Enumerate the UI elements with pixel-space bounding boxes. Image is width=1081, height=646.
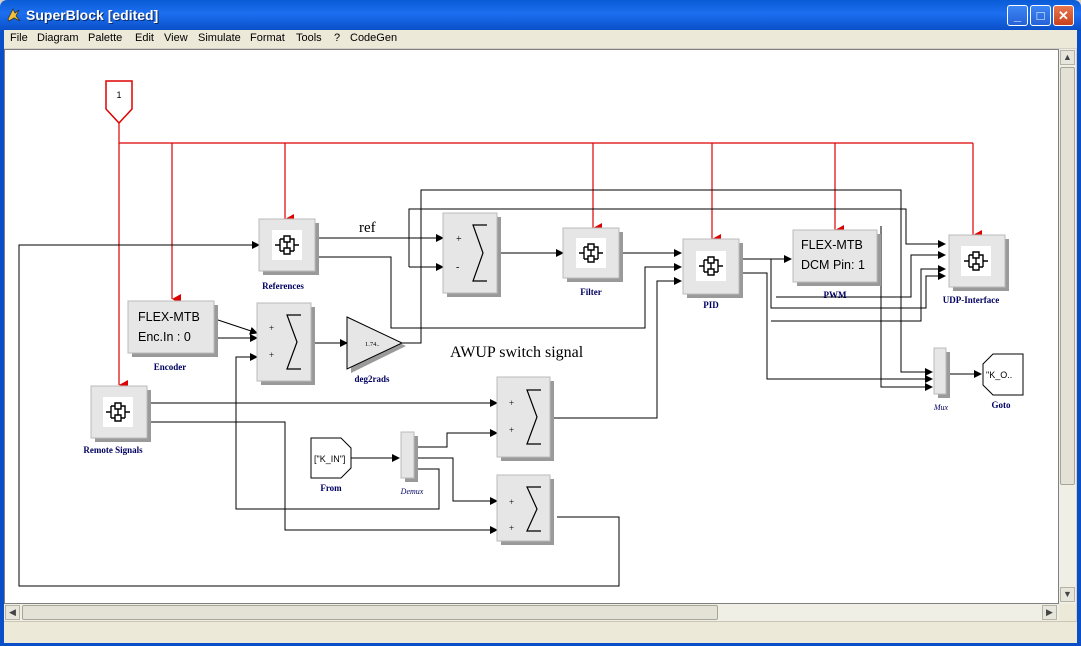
sum2-plus-2: + [269, 350, 274, 360]
menu-bar: File Diagram Palette Edit View Simulate … [4, 30, 1077, 48]
input-port-1[interactable]: 1 [105, 80, 133, 125]
window-frame-right [1077, 30, 1081, 646]
menu-palette[interactable]: Palette [88, 32, 123, 44]
activation-links [118, 123, 982, 390]
maximize-button[interactable]: □ [1030, 5, 1051, 26]
demux-block[interactable]: Demux [400, 431, 424, 496]
ref-annotation: ref [359, 220, 376, 236]
superblock-icon [695, 250, 727, 282]
awup-annotation: AWUP switch signal [450, 344, 584, 361]
menu-help[interactable]: ? [334, 32, 341, 44]
input-port-number: 1 [116, 90, 121, 100]
scrollbar-corner [1059, 604, 1076, 621]
diagram-svg: 1 References ref + - Filter PID FLEX-MTB… [18, 80, 1024, 587]
gain-value: 1.74.. [365, 341, 380, 348]
goto-label: Goto [992, 400, 1011, 410]
title-bar: SuperBlock [edited] _ □ ✕ [0, 0, 1081, 30]
superblock-icon [575, 237, 607, 269]
deg2rads-gain-block[interactable]: 1.74.. deg2rads [346, 316, 406, 384]
horizontal-scrollbar[interactable]: ◀ ▶ [4, 604, 1059, 621]
sum4-plus-1: + [509, 497, 514, 507]
remote-signals-label: Remote Signals [83, 445, 143, 455]
menu-view[interactable]: View [164, 32, 188, 44]
window-frame-bottom [0, 642, 1081, 646]
deg2rads-label: deg2rads [354, 374, 390, 384]
references-label: References [262, 281, 304, 291]
udp-interface-label: UDP-Interface [943, 295, 999, 305]
remote-signals-block[interactable]: Remote Signals [83, 385, 151, 455]
menu-edit[interactable]: Edit [135, 32, 154, 44]
from-label: From [320, 483, 342, 493]
pid-block[interactable]: PID [682, 238, 743, 310]
horizontal-scroll-thumb[interactable] [22, 605, 718, 620]
sum1-minus: - [456, 262, 459, 273]
menu-codegen[interactable]: CodeGen [350, 32, 398, 44]
menu-tools[interactable]: Tools [296, 32, 322, 44]
sum4-block[interactable]: + + [496, 474, 554, 545]
superblock-icon [960, 245, 992, 277]
filter-label: Filter [580, 287, 602, 297]
close-button[interactable]: ✕ [1053, 5, 1074, 26]
sum3-plus-1: + [509, 398, 514, 408]
encoder-label: Encoder [154, 362, 187, 372]
pwm-label: PWM [824, 290, 847, 300]
superblock-icon [102, 396, 134, 428]
scroll-left-icon[interactable]: ◀ [5, 605, 20, 620]
sum2-block[interactable]: + + [256, 302, 315, 385]
sum3-block[interactable]: + + [496, 376, 554, 461]
sum1-plus: + [456, 234, 462, 245]
scroll-right-icon[interactable]: ▶ [1042, 605, 1057, 620]
goto-block[interactable]: "K_O.. Goto [982, 353, 1024, 410]
pwm-block[interactable]: FLEX-MTB DCM Pin: 1 PWM [792, 229, 881, 300]
superblock-icon [271, 229, 303, 261]
pwm-line1: FLEX-MTB [801, 238, 863, 252]
sum2-plus-1: + [269, 323, 274, 333]
scilab-app-icon[interactable] [6, 7, 22, 23]
scroll-up-icon[interactable]: ▲ [1060, 50, 1075, 65]
vertical-scroll-thumb[interactable] [1060, 67, 1075, 485]
filter-block[interactable]: Filter [562, 227, 623, 297]
menu-diagram[interactable]: Diagram [37, 32, 79, 44]
menu-file[interactable]: File [10, 32, 28, 44]
goto-value: "K_O.. [986, 370, 1012, 380]
pwm-line2: DCM Pin: 1 [801, 258, 865, 272]
status-bar [4, 621, 1077, 643]
window-frame-left [0, 30, 4, 646]
mux-label: Mux [933, 403, 949, 412]
from-value: ["K_IN"] [314, 454, 345, 464]
encoder-block[interactable]: FLEX-MTB Enc.In : 0 Encoder [127, 300, 218, 372]
data-links [18, 189, 982, 587]
from-block[interactable]: ["K_IN"] From [310, 437, 352, 493]
scroll-down-icon[interactable]: ▼ [1060, 587, 1075, 602]
demux-label: Demux [400, 487, 424, 496]
encoder-line2: Enc.In : 0 [138, 330, 191, 344]
diagram-canvas[interactable]: 1 References ref + - Filter PID FLEX-MTB… [4, 49, 1059, 604]
minimize-button[interactable]: _ [1007, 5, 1028, 26]
sum3-plus-2: + [509, 425, 514, 435]
mux-block[interactable]: Mux [933, 347, 950, 412]
pid-label: PID [703, 300, 719, 310]
sum1-block[interactable]: + - [442, 212, 501, 297]
references-block[interactable]: References [258, 218, 319, 291]
menu-simulate[interactable]: Simulate [198, 32, 241, 44]
sum4-plus-2: + [509, 523, 514, 533]
menu-format[interactable]: Format [250, 32, 285, 44]
window-title: SuperBlock [edited] [26, 7, 159, 23]
encoder-line1: FLEX-MTB [138, 310, 200, 324]
udp-interface-block[interactable]: UDP-Interface [943, 234, 1009, 305]
vertical-scrollbar[interactable]: ▲ ▼ [1059, 49, 1076, 604]
